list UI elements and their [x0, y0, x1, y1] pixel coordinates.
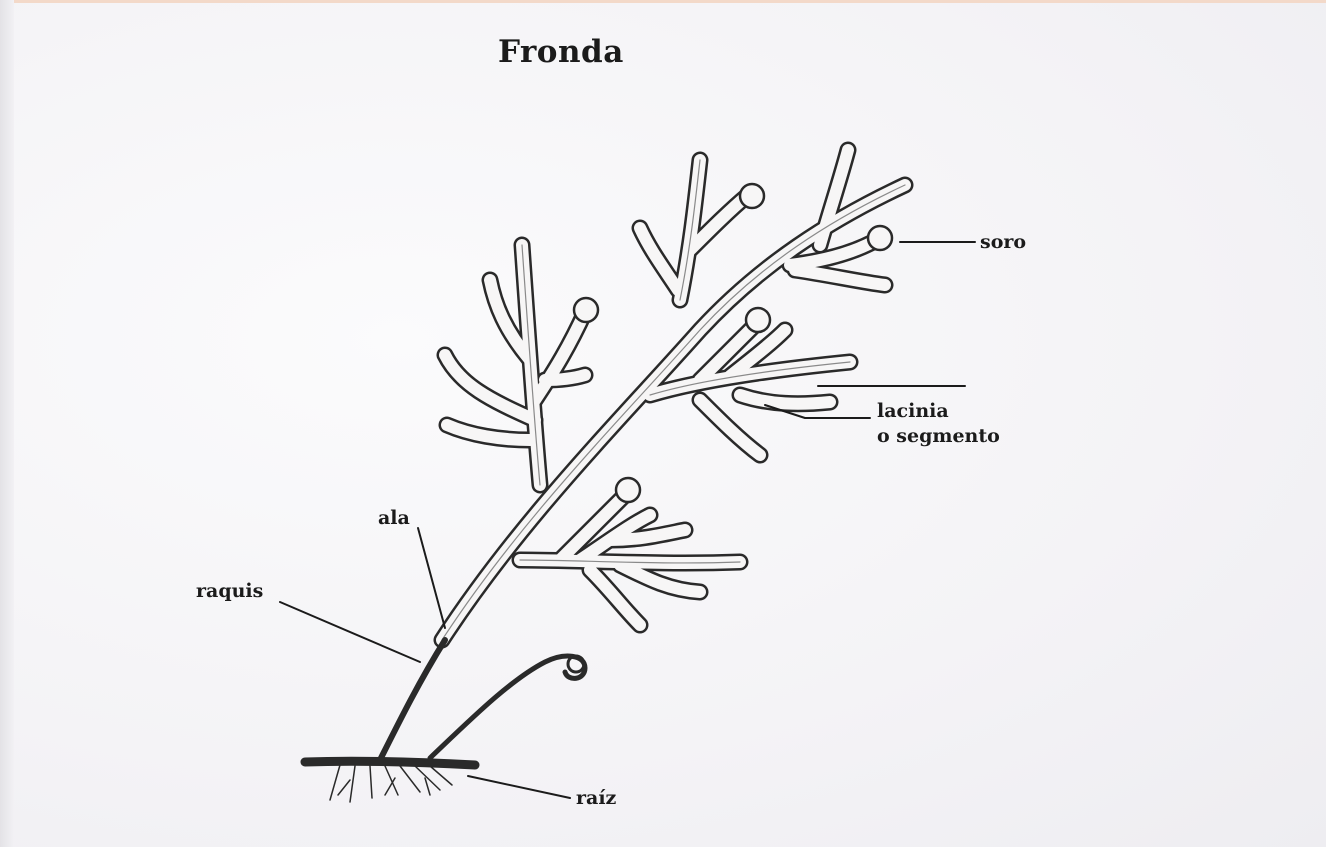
frond-outline: [442, 150, 905, 640]
sorus: [616, 478, 640, 502]
label-raiz: raíz: [576, 787, 616, 809]
label-segmento: o segmento: [877, 425, 1000, 447]
fiddlehead: [430, 656, 585, 758]
roots: [330, 765, 452, 802]
sorus: [574, 298, 598, 322]
label-raquis: raquis: [196, 580, 263, 602]
label-ala: ala: [378, 507, 410, 529]
label-soro: soro: [980, 231, 1026, 253]
label-lacinia: lacinia: [877, 400, 949, 422]
leader-raquis: [280, 602, 420, 662]
leader-raiz: [468, 776, 570, 798]
sorus: [740, 184, 764, 208]
sorus: [868, 226, 892, 250]
rhizome: [305, 761, 475, 765]
leader-ala: [418, 528, 445, 628]
sorus: [746, 308, 770, 332]
